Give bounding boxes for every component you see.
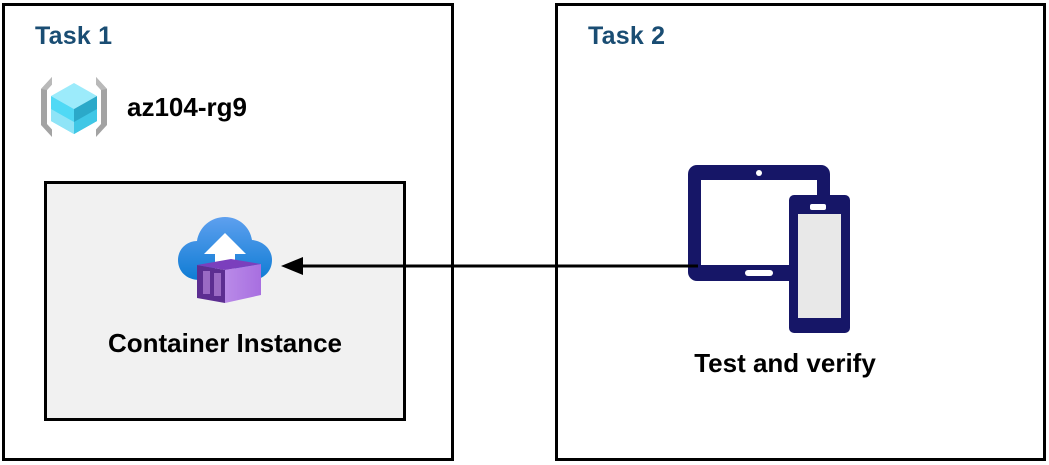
container-instance-label: Container Instance [107, 328, 343, 358]
resource-group-row: az104-rg9 [35, 68, 247, 146]
test-and-verify-label: Test and verify [694, 348, 876, 378]
panel-task-1-title: Task 1 [35, 22, 113, 50]
panel-task-1: Task 1 az104-rg9 [2, 3, 454, 461]
resource-group-label: az104-rg9 [127, 91, 247, 122]
azure-container-instance-icon [178, 217, 272, 303]
tablet-and-phone-devices-icon [688, 165, 850, 333]
azure-resource-group-icon [41, 77, 107, 137]
container-instance-box: Container Instance [44, 181, 406, 421]
panel-task-2-title: Task 2 [588, 22, 666, 50]
